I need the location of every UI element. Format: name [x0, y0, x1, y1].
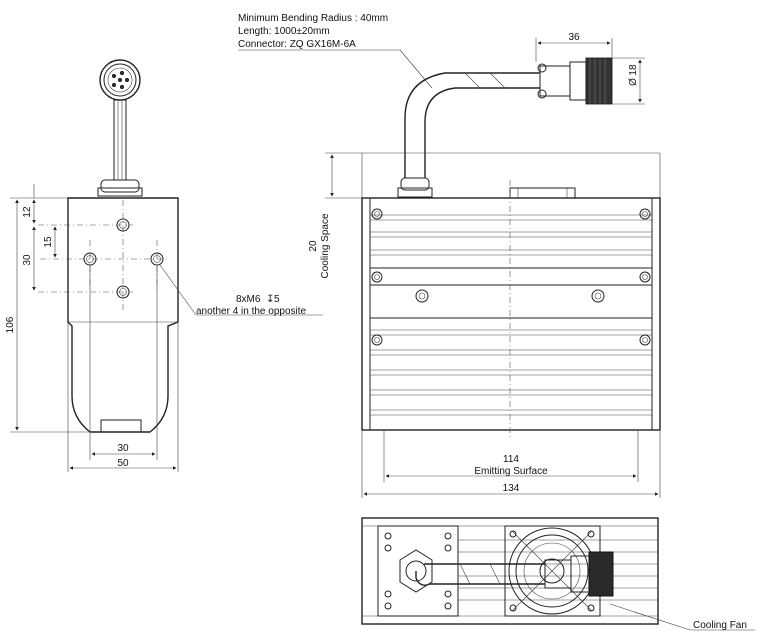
dim-106: 106 [5, 316, 16, 333]
heat-sink-fins [370, 214, 652, 416]
housing-front-inner [369, 197, 653, 431]
cooling-fan [504, 525, 601, 617]
gland-front [400, 177, 430, 191]
mounting-plate [377, 525, 459, 617]
diameter-symbol: Ø [628, 78, 639, 86]
front-screws [371, 208, 651, 346]
dim-d18: 18 [628, 64, 639, 76]
note-leader [399, 49, 433, 89]
screw-depth: 5 [274, 294, 280, 305]
housing-bottom-slot [100, 419, 142, 433]
screw-note-opposite: another 4 in the opposite [196, 306, 307, 317]
dim-134: 134 [503, 483, 520, 494]
bottom-body [361, 517, 659, 625]
housing-side-outline [67, 197, 179, 433]
spec-notes: Minimum Bending Radius : 40mm Length: 10… [238, 13, 433, 89]
note-connector: Connector: ZQ GX16M-6A [238, 39, 356, 50]
dim-15: 15 [43, 236, 54, 248]
dim-30-vertical: 30 [22, 254, 33, 266]
depth-symbol: ↧ [266, 294, 274, 305]
dim-114: 114 [503, 454, 519, 465]
dim-12: 12 [22, 206, 33, 218]
top-bump [509, 187, 576, 199]
mounting-holes-side [83, 218, 164, 299]
cooling-space-label: Cooling Space [320, 213, 331, 278]
bottom-view: Cooling Fan [361, 517, 755, 631]
connector-front [537, 57, 613, 105]
front-view: 36 Ø 18 20 Cooling Space [308, 32, 661, 498]
note-bending-radius: Minimum Bending Radius : 40mm [238, 13, 388, 24]
connector-head [99, 59, 141, 101]
dim-30-horizontal: 30 [117, 443, 129, 454]
cable-gland [100, 179, 140, 193]
cable-vertical [113, 99, 127, 181]
cable-bend-outer [404, 72, 540, 178]
side-view: 106 30 12 15 30 50 8xM6 ↧ 5 another 4 in… [5, 59, 323, 472]
emitting-surface-label: Emitting Surface [474, 466, 548, 477]
cooling-fan-label: Cooling Fan [693, 620, 747, 631]
dim-20: 20 [308, 240, 319, 252]
gland-hex [399, 549, 433, 593]
bottom-fins [458, 539, 658, 601]
dim-50: 50 [117, 458, 129, 469]
note-length: Length: 1000±20mm [238, 26, 330, 37]
cable-bend-inner [424, 87, 540, 178]
dim-36: 36 [568, 32, 580, 43]
screw-note: 8xM6 [236, 294, 261, 305]
